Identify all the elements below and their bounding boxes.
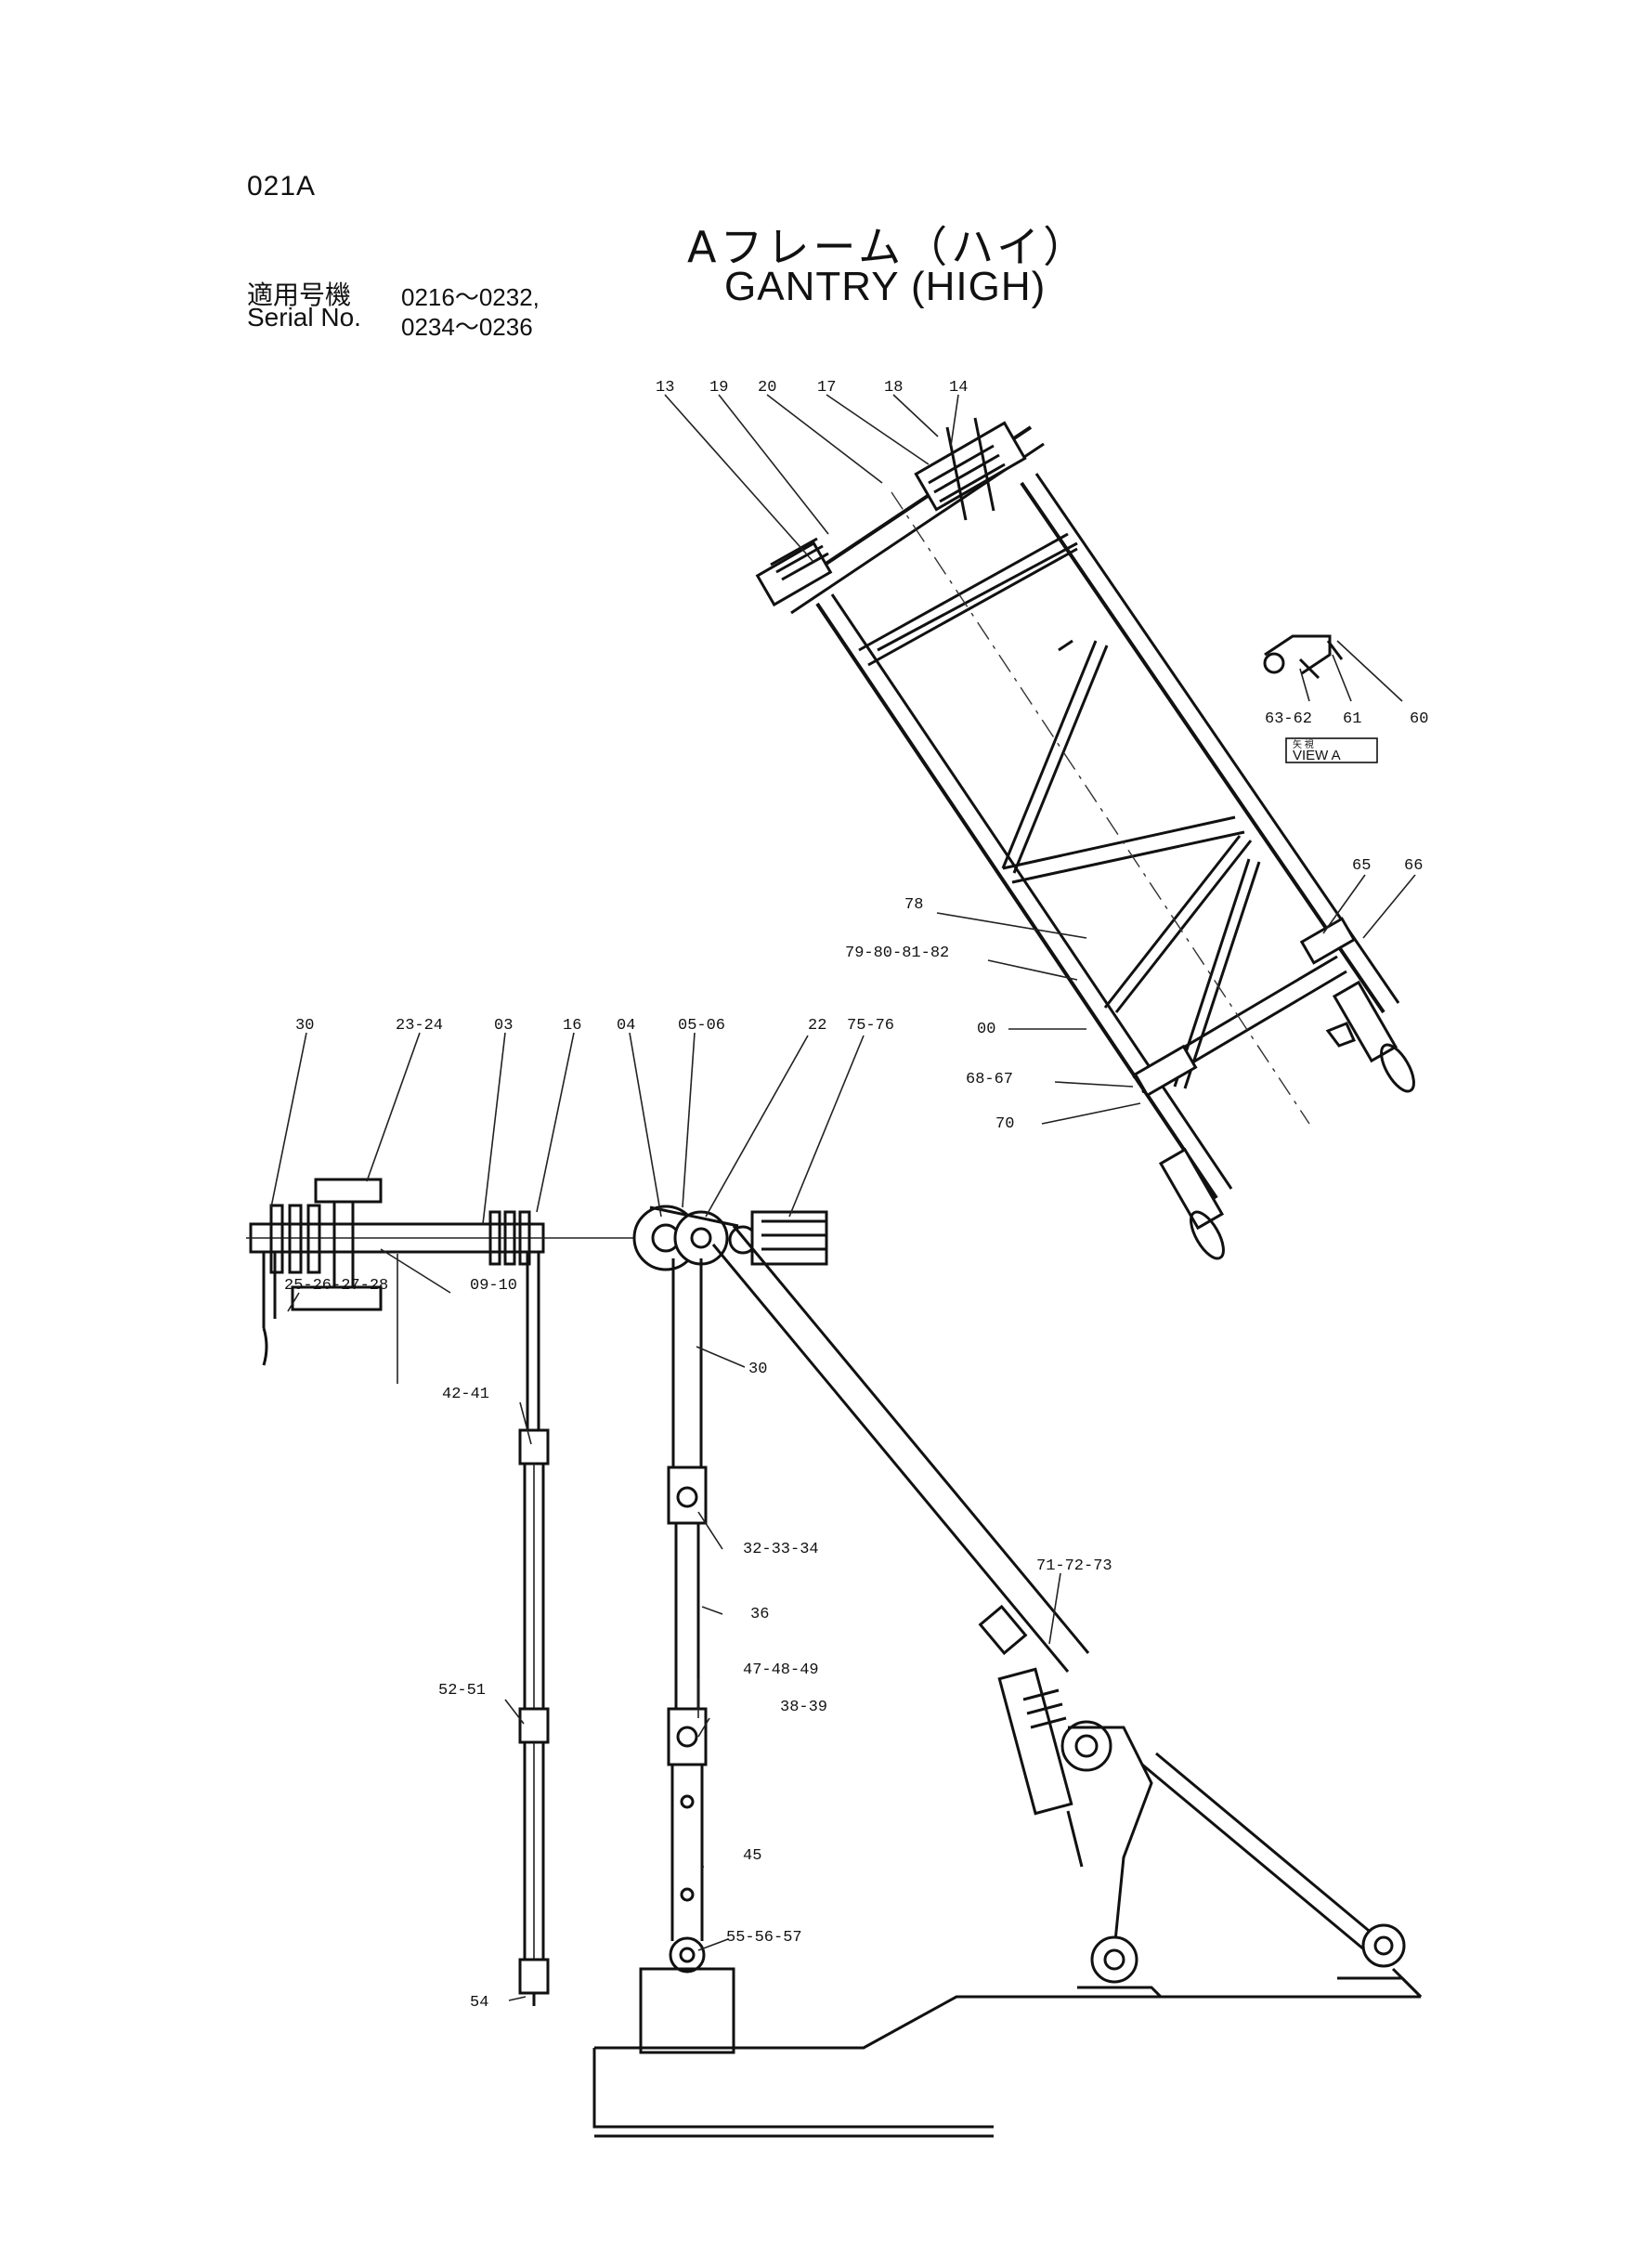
part-55-56-57: 55-56-57	[726, 1929, 802, 1947]
part-79-80-81-82: 79-80-81-82	[845, 945, 949, 962]
part-66: 66	[1404, 857, 1423, 875]
part-22: 22	[808, 1017, 826, 1035]
part-04: 04	[617, 1017, 635, 1035]
base-pedestal	[639, 1967, 735, 2054]
part-52-51: 52-51	[438, 1682, 486, 1700]
part-25-26-27-28: 25-26-27-28	[284, 1277, 388, 1295]
serial-label-japanese: 適用号機	[247, 280, 352, 310]
serial-range-2: 0234～0236	[401, 313, 533, 341]
shaft-assembly-side	[246, 1178, 650, 2006]
view-label-small: 矢 視	[1293, 738, 1314, 750]
title-english: GANTRY (HIGH)	[724, 264, 1047, 309]
upper-sheave-left	[755, 537, 833, 607]
gantry-column-side	[592, 1205, 1423, 2138]
link-turnbuckle-2	[518, 1707, 550, 1744]
gantry-frame-top-view	[755, 417, 1415, 1260]
cross-member-2	[1002, 815, 1236, 870]
frame-rail-right	[1020, 481, 1385, 1014]
part-36: 36	[750, 1606, 769, 1623]
upper-guard	[314, 1178, 383, 1204]
part-60: 60	[1410, 710, 1428, 728]
base-pin	[669, 1936, 706, 1974]
part-32-33-34: 32-33-34	[743, 1541, 819, 1558]
part-30-right: 30	[748, 1361, 767, 1378]
part-20: 20	[758, 379, 776, 397]
lower-end-fittings	[1133, 917, 1415, 1260]
leader-lines	[270, 394, 1416, 2001]
brace-diagonal-2	[1103, 835, 1242, 1009]
backstay-leg	[711, 1244, 1070, 1673]
part-63-62: 63-62	[1265, 710, 1312, 728]
part-14: 14	[949, 379, 968, 397]
view-a-box	[1285, 737, 1378, 763]
title-japanese: Aフレーム（ハイ）	[687, 222, 1090, 272]
support-strut	[1141, 1763, 1366, 1952]
part-23-24: 23-24	[396, 1017, 443, 1035]
part-45: 45	[743, 1847, 761, 1865]
part-05-06: 05-06	[678, 1017, 725, 1035]
support-pivot	[1060, 1720, 1112, 1772]
link-end-pin	[518, 1958, 550, 1995]
part-47-48-49: 47-48-49	[743, 1661, 819, 1679]
serial-label-english: Serial No.	[247, 303, 361, 332]
page-code: 021A	[247, 171, 317, 202]
part-13: 13	[656, 379, 674, 397]
upper-sheave-right	[914, 417, 1027, 521]
part-16: 16	[563, 1017, 581, 1035]
part-00: 00	[977, 1021, 995, 1038]
part-19: 19	[709, 379, 728, 397]
view-a-detail: 矢 視 VIEW A	[1263, 634, 1403, 763]
frame-centerline	[891, 491, 1310, 1125]
part-70: 70	[995, 1115, 1014, 1133]
part-71-72-73: 71-72-73	[1036, 1557, 1112, 1575]
hydraulic-fitting	[750, 1210, 828, 1266]
part-38-39: 38-39	[780, 1699, 827, 1716]
part-03: 03	[494, 1017, 513, 1035]
hydraulic-cylinder	[997, 1667, 1073, 1816]
part-65: 65	[1352, 857, 1371, 875]
part-30-left: 30	[295, 1017, 314, 1035]
serial-range-1: 0216～0232,	[401, 283, 540, 311]
part-75-76: 75-76	[847, 1017, 894, 1035]
link-turnbuckle-1	[518, 1428, 550, 1466]
part-42-41: 42-41	[442, 1386, 489, 1403]
part-17: 17	[817, 379, 836, 397]
part-09-10: 09-10	[470, 1277, 517, 1295]
view-arrow-icon	[1325, 1022, 1357, 1048]
part-68-67: 68-67	[966, 1071, 1013, 1088]
lower-guard	[291, 1285, 383, 1311]
part-18: 18	[884, 379, 903, 397]
frame-rail-left	[815, 602, 1218, 1200]
part-labels: 13 19 20 17 18 14 63-62 61 60 65 66 78 7…	[284, 379, 1428, 2012]
view-label-main: VIEW A	[1293, 748, 1341, 763]
part-61: 61	[1343, 710, 1361, 728]
cross-member-1	[858, 532, 1069, 652]
part-54: 54	[470, 1994, 488, 2012]
deck-line	[594, 1995, 1421, 2050]
part-78: 78	[904, 896, 923, 914]
brace-diagonal-1	[1001, 640, 1098, 869]
